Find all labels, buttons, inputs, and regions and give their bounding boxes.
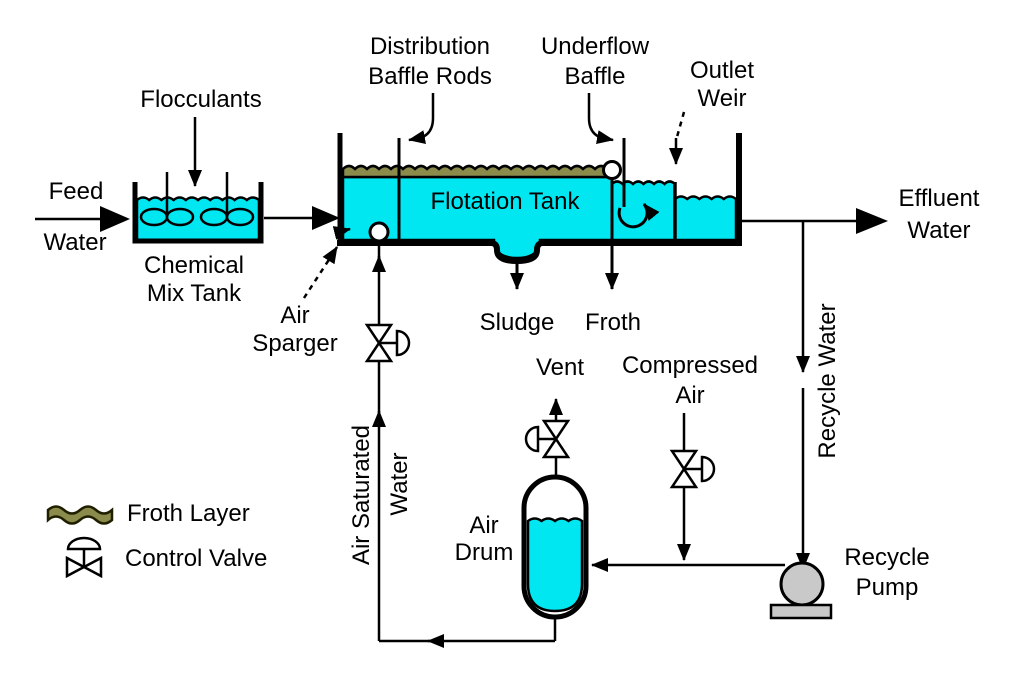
air-saturated-water-line [364,241,557,648]
compressed-air-branch [669,413,716,561]
vent-valve [524,419,571,459]
chemical-mix-tank [132,172,264,244]
label-recycle-pump: Recycle Pump [844,544,930,601]
label-froth: Froth [584,309,642,336]
circulation-arrow [617,203,660,229]
froth-band [341,164,609,179]
legend-control-valve-label: Control Valve [125,545,268,572]
pump-base [769,603,833,620]
vent-branch [524,398,571,477]
mix-to-flotation-stream [264,206,340,230]
label-sludge: Sludge [479,309,555,336]
effluent-arrowhead [856,208,888,234]
tank-bottom-with-sump [337,240,742,265]
outlet-weir-callout [669,111,686,165]
mixer-blade [139,207,169,227]
label-underflow-baffle: Underflow Baffle [540,33,650,90]
air-sparger-callout [302,226,351,299]
underflow-baffle-callout [587,93,614,145]
mixer-blade [165,207,195,227]
distribution-baffle-callout [408,93,435,145]
label-feed: Feed [48,178,104,205]
air-drum [521,474,589,620]
label-effluent-water: Effluent Water [898,185,980,244]
effluent-stream [742,208,888,234]
transfer-arrowhead [312,206,340,230]
label-outlet-weir: Outlet Weir [689,57,755,112]
label-flotation-tank: Flotation Tank [430,188,580,215]
label-air-drum: Air Drum [454,512,514,566]
compressed-air-valve [669,449,716,489]
label-recycle-water: Recycle Water [814,303,841,459]
mixer-blade [225,207,255,227]
label-air-sparger: Air Sparger [252,302,338,357]
feed-arrowhead [100,206,130,232]
mixer-blade [199,207,229,227]
label-distribution-baffle-rods: Distribution Baffle Rods [368,33,492,90]
label-compressed-air: Compressed Air [621,352,759,409]
label-feed-water: Water [43,229,107,256]
legend-froth-layer-label: Froth Layer [127,500,250,527]
froth-skimmer-roller [602,160,622,180]
feed-water-stream [35,206,130,232]
legend-froth-swatch [46,505,114,525]
recycle-pump [769,561,833,620]
air-sparger-nozzle [368,221,390,243]
drum-water [526,517,584,613]
mix-tank-walls [132,182,264,244]
air-saturated-water-valve [364,323,411,363]
flotation-tank [337,133,742,290]
pump-body [779,561,825,607]
label-chemical-mix-tank: Chemical Mix Tank [143,252,245,307]
legend-control-valve-symbol [65,536,103,579]
label-vent: Vent [535,354,585,381]
label-air-saturated: Air Saturated [348,424,375,566]
label-flocculants: Flocculants [140,86,262,113]
label-air-saturated-water2: Water [386,452,413,516]
